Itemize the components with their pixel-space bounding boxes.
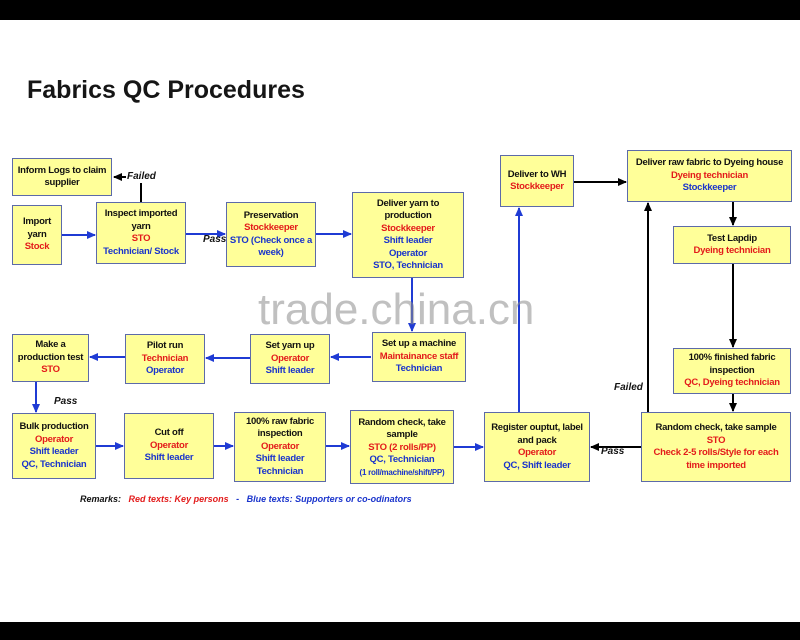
key-person: STO (2 rolls/PP) [368,441,436,453]
supporter: Shift leader [29,446,79,457]
step-name: Random check, take sample [358,416,446,441]
key-person: Operator [517,447,557,458]
pass-label: Pass [54,396,78,407]
supporter: QC, Shift leader [503,459,571,471]
remarks-heading: Remarks: [80,494,122,504]
step-name: Set up a machine [381,338,457,350]
step-name: Test Lapdip [707,232,757,244]
step-register-output: Register ouptut, label and pack Operator… [484,412,590,482]
key-person: Dyeing technician [693,245,771,256]
step-set-yarn: Set yarn up Operator Shift leader [250,334,330,384]
key-person: STO [131,233,151,244]
step-production-test: Make a production test STO [12,334,89,382]
remarks-blue-legend: Blue texts: Supporters or co-odinators [246,494,412,504]
step-name: 100% finished fabric inspection [688,352,776,376]
step-name: Inform Logs to claim supplier [17,164,107,189]
step-deliver-raw-fabric: Deliver raw fabric to Dyeing house Dyein… [627,150,792,202]
step-deliver-yarn: Deliver yarn to production Stockkeeper S… [352,192,464,278]
key-person: Stockkeeper [510,181,564,192]
step-name: Random check, take sample [655,422,777,433]
key-person: STO [41,364,60,376]
supporter: Operator [145,365,185,377]
key-person: Operator [149,439,189,451]
page-title: Fabrics QC Procedures [27,76,305,104]
supporter: Technician/ Stock [103,245,179,257]
remarks: Remarks: Red texts: Key persons - Blue t… [80,493,417,505]
supporter: STO, Technician [373,260,443,271]
supporter: Shift leader [383,235,433,246]
supporter-note: (1 roll/machine/shift/PP) [359,467,445,477]
supporter: Operator [388,247,428,259]
supporter: QC, Technician [21,458,87,470]
supporter: Technician [256,465,304,477]
step-name: Preservation [243,209,299,221]
key-person: Operator [270,352,310,364]
step-random-check-import: Random check, take sample STO Check 2-5 … [641,412,791,482]
step-name: Cut off [154,427,184,439]
pass-label: Pass [203,234,227,245]
step-name: Bulk production [19,421,89,432]
step-cut-off: Cut off Operator Shift leader [124,413,214,479]
step-pilot-run: Pilot run Technician Operator [125,334,205,384]
letterbox-bar-bottom [0,622,800,640]
step-name: Inspect imported yarn [104,208,178,232]
step-inform-logs: Inform Logs to claim supplier [12,158,112,196]
step-name: 100% raw fabric inspection [245,415,315,440]
key-person: Stockkeeper [381,222,435,234]
step-name: Import yarn [22,216,52,240]
step-set-machine: Set up a machine Maintainance staff Tech… [372,332,466,382]
step-preservation: Preservation Stockkeeper STO (Check once… [226,202,316,267]
key-person: Dyeing technician [670,169,749,181]
supporter: Technician [395,363,443,375]
step-bulk-production: Bulk production Operator Shift leader QC… [12,413,96,479]
step-test-lapdip: Test Lapdip Dyeing technician [673,226,791,264]
key-person-note: Check 2-5 rolls/Style for each time impo… [653,447,779,471]
step-random-check-production: Random check, take sample STO (2 rolls/P… [350,410,454,484]
step-import-yarn: Import yarn Stock [12,205,62,265]
step-finished-inspection: 100% finished fabric inspection QC, Dyei… [673,348,791,394]
key-person: Stockkeeper [244,222,298,233]
step-raw-inspection: 100% raw fabric inspection Operator Shif… [234,412,326,482]
key-person: QC, Dyeing technician [684,377,780,389]
key-person: Maintainance staff [379,350,459,362]
step-name: Pilot run [146,340,184,352]
letterbox-bar-top [0,0,800,20]
key-person: Operator [260,440,300,452]
key-person: Technician [141,352,189,364]
step-name: Deliver raw fabric to Dyeing house [635,157,784,169]
key-person: STO [706,434,726,446]
step-name: Make a production test [17,339,84,363]
supporter: Shift leader [265,365,315,377]
step-deliver-wh: Deliver to WH Stockkeeper [500,155,574,207]
key-person: Operator [34,433,74,445]
failed-label: Failed [614,382,643,393]
key-person: Stock [24,241,50,253]
supporter: QC, Technician [369,454,435,465]
step-name: Register ouptut, label and pack [491,422,583,446]
remarks-red-legend: Red texts: Key persons [128,494,229,504]
remarks-separator: - [236,494,240,504]
supporter: Stockkeeper [682,182,737,194]
step-name: Set yarn up [265,340,315,352]
step-inspect-yarn: Inspect imported yarn STO Technician/ St… [96,202,186,264]
supporter: Shift leader [255,453,305,465]
step-name: Deliver yarn to production [376,197,440,222]
supporter: Shift leader [144,452,194,464]
step-name: Deliver to WH [507,168,567,180]
pass-label: Pass [601,446,625,457]
failed-label: Failed [126,171,157,183]
supporter: STO (Check once a week) [229,234,313,259]
